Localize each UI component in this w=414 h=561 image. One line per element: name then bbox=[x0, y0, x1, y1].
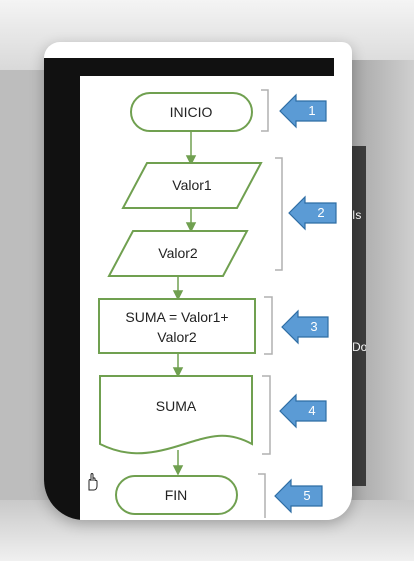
node-label: Valor2 bbox=[157, 329, 197, 345]
node-label: Valor2 bbox=[158, 245, 198, 261]
marker-label: 4 bbox=[308, 403, 315, 418]
background-text-fragment: Do bbox=[352, 340, 366, 354]
arrowhead bbox=[185, 222, 197, 233]
marker-label: 1 bbox=[308, 103, 315, 118]
brackets bbox=[258, 89, 283, 518]
node-label: SUMA = Valor1+ bbox=[125, 309, 228, 325]
bracket bbox=[264, 296, 273, 355]
bracket bbox=[261, 89, 269, 132]
flowchart-card: INICIO Valor1 Valor2 SUMA = Valor1+ Valo… bbox=[44, 42, 352, 520]
arrowhead bbox=[185, 155, 197, 166]
document-suma bbox=[99, 375, 253, 455]
number-marker-1 bbox=[279, 93, 327, 129]
marker-label: 2 bbox=[317, 205, 324, 220]
bracket bbox=[262, 375, 271, 455]
terminal-fin bbox=[115, 475, 238, 515]
number-marker-5 bbox=[274, 478, 323, 514]
mouse-cursor-icon bbox=[84, 472, 100, 492]
arrowhead bbox=[172, 465, 184, 476]
bracket bbox=[258, 473, 266, 518]
marker-label: 5 bbox=[303, 488, 310, 503]
connectors bbox=[172, 131, 197, 476]
number-marker-2 bbox=[288, 195, 337, 231]
number-marker-3 bbox=[281, 309, 329, 345]
bracket bbox=[275, 157, 283, 271]
frame-top-band bbox=[44, 58, 334, 76]
marker-label: 3 bbox=[310, 319, 317, 334]
node-label: Valor1 bbox=[172, 177, 212, 193]
markers bbox=[274, 93, 337, 514]
background-text-fragment: Is bbox=[352, 208, 362, 222]
node-label: INICIO bbox=[170, 104, 213, 120]
arrowhead bbox=[172, 367, 184, 378]
frame-left-band bbox=[44, 58, 80, 520]
background-video-strip: Is Do bbox=[350, 146, 366, 486]
node-label: FIN bbox=[165, 487, 188, 503]
input-valor1 bbox=[121, 162, 263, 209]
input-valor2 bbox=[107, 230, 249, 277]
arrowhead bbox=[172, 290, 184, 301]
node-label: SUMA bbox=[156, 398, 197, 414]
process-suma bbox=[98, 298, 256, 354]
number-marker-4 bbox=[279, 393, 327, 429]
flowchart-canvas: INICIO Valor1 Valor2 SUMA = Valor1+ Valo… bbox=[44, 58, 337, 520]
terminal-inicio bbox=[130, 92, 253, 132]
